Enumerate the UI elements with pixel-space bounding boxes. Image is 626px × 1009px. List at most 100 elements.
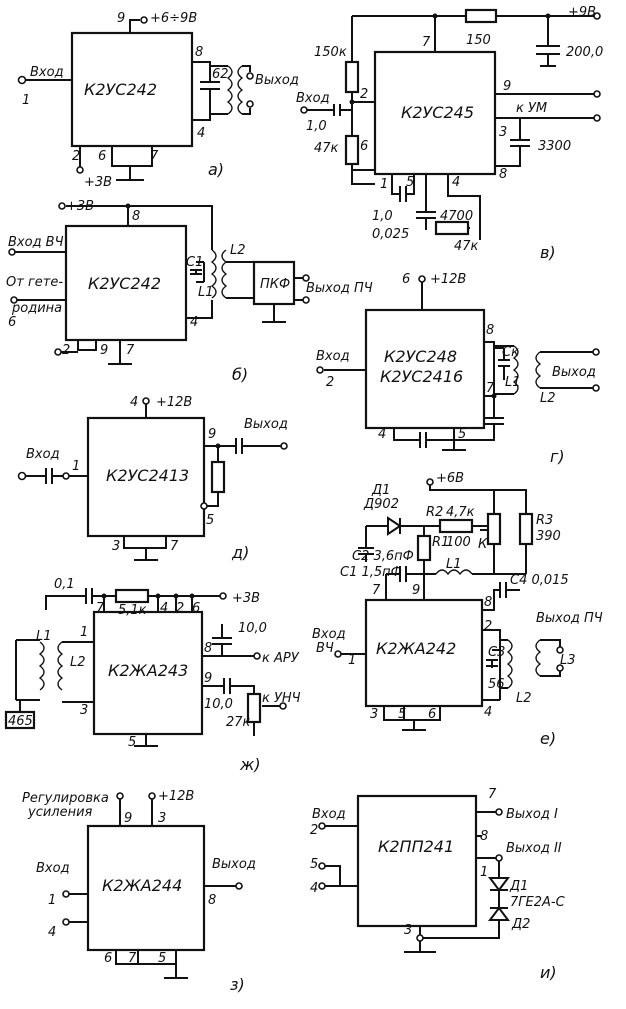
subfigure-label: а): [208, 160, 224, 179]
cap-label: Cк: [502, 345, 519, 360]
diagram-d: К2УС2413 4 +12В Вход 1 Выход 9 5 3 7 д): [17, 395, 288, 562]
resistor-label: 47к: [454, 239, 479, 254]
pin-label: 4: [190, 315, 198, 330]
pin-label: 3: [404, 923, 412, 938]
chip-label: К2УС248: [384, 347, 457, 366]
chip-k2zha243: [92, 610, 204, 736]
input-label: Вход: [316, 349, 350, 364]
cap-label: C1 1,5пФ: [340, 565, 402, 580]
pin-label: 7: [170, 539, 179, 554]
pin-label: 1: [480, 865, 488, 880]
subfigure-label: з): [230, 975, 245, 994]
pin-label: 4: [160, 601, 168, 616]
cap-label: 4700: [440, 209, 473, 224]
diagram-z: К2ЖА244 Регулировка усиления 9 +12В 3 Вх…: [22, 789, 256, 994]
resistor-r3: [518, 512, 534, 546]
pin-label: 4: [197, 126, 205, 141]
pin-label: 3: [158, 811, 166, 826]
diode-label: 7ГЕ2А-С: [510, 895, 566, 910]
coil-label: L1: [36, 629, 52, 644]
pin-label: 6: [192, 601, 200, 616]
input-label: Вход: [36, 861, 70, 876]
supply-label: +3В: [232, 591, 260, 606]
supply-label: +9В: [568, 5, 596, 20]
output-label: к УНЧ: [262, 691, 301, 706]
input-label: Вход: [312, 627, 346, 642]
diode-label: Д2: [511, 917, 530, 932]
diode-label: Д1: [509, 879, 528, 894]
cap-label: 62: [212, 67, 229, 82]
coil-label: L1: [446, 557, 462, 572]
pin-label: 8: [195, 45, 203, 60]
diagram-a: К2УС242 9 +6÷9В Вход 1 Выход 62 8 4 2 +3…: [17, 11, 299, 190]
pin-label: 7: [128, 951, 137, 966]
pin-label: 5: [406, 175, 414, 190]
pin-label: 8: [486, 323, 494, 338]
pin-label: 6: [428, 707, 436, 722]
diagram-e: К2ЖА242 +6В R3 390 К Д1 Д902 R2 4,7к C2 …: [312, 471, 603, 748]
pin-label: 8: [499, 167, 507, 182]
resistor-150k: [344, 60, 360, 94]
diode-label: Д1: [371, 483, 390, 498]
pin-label: 5: [128, 735, 136, 750]
resistor-r2: [438, 518, 474, 534]
input-label: Вход: [30, 65, 64, 80]
diagram-g: К2УС248 К2УС2416 6 +12В Вход 2 8 7 Cк L1…: [316, 272, 600, 466]
pin-label: 3: [499, 125, 507, 140]
cap-label: 0,025: [372, 227, 409, 242]
cap-label: 0,1: [54, 577, 75, 592]
diagram-zh: К2ЖА243 0,1 5,1к +3В 7 4 2 6 465 L1 L2 1…: [4, 577, 301, 774]
resistor-150: [464, 8, 498, 24]
chip-label: К2УС242: [88, 274, 161, 293]
input-label: ВЧ: [316, 641, 334, 656]
pin-label: 4: [484, 705, 492, 720]
pin-label: 5: [158, 951, 166, 966]
input-label: От гете-: [6, 275, 63, 290]
pin-label: 7: [486, 381, 495, 396]
pin-label: 2: [326, 375, 334, 390]
pin-label: 2: [484, 619, 492, 634]
chip-label: К2УС2416: [380, 367, 463, 386]
resistor-label: R3: [536, 513, 553, 528]
control-label: Регулировка: [22, 791, 109, 806]
supply-label: +6В: [436, 471, 464, 486]
cap-label: 200,0: [566, 45, 603, 60]
output-label: к УМ: [516, 101, 547, 116]
cap-label: 1,0: [306, 119, 327, 134]
pin-label: 8: [484, 595, 492, 610]
pin-label: 1: [48, 893, 56, 908]
coil-label: L1: [505, 375, 521, 390]
cap-label: 10,0: [238, 621, 267, 636]
pin-label: 4: [452, 175, 460, 190]
pin-label: 7: [126, 343, 135, 358]
pin-label: 3: [112, 539, 120, 554]
pin-label: 7: [422, 35, 431, 50]
diagram-b: К2УС242 +3В 8 Вход ВЧ От гете- родина 6 …: [6, 199, 373, 384]
coil-label: L1: [198, 285, 214, 300]
chip-label: К2ЖА243: [108, 661, 188, 680]
output-label: Выход: [552, 365, 596, 380]
chip-label: К2ПП241: [378, 837, 454, 856]
pin-label: 2: [360, 87, 368, 102]
output-label: Выход I: [506, 807, 558, 822]
resistor-label: 100: [446, 535, 471, 550]
pin-label: 7: [150, 149, 159, 164]
chip-label: К2УС245: [401, 103, 474, 122]
output-label: Выход II: [506, 841, 562, 856]
pin-label: 9: [412, 583, 420, 598]
resistor-47k: [344, 134, 360, 166]
pin-label: 1: [348, 653, 356, 668]
resistor-d: [210, 460, 226, 494]
resistor-label: R1: [432, 535, 449, 550]
pin-label: 3: [370, 707, 378, 722]
pin-label: 6: [402, 272, 410, 287]
cap-label: C3: [488, 645, 505, 660]
output-label: Выход: [244, 417, 288, 432]
resistor-label: 150к: [314, 45, 347, 60]
pin-label: 5: [458, 427, 466, 442]
chip-label: К2УС2413: [106, 466, 189, 485]
coil-label: L3: [560, 653, 576, 668]
cap-label: 56: [488, 677, 505, 692]
subfigure-label: ж): [239, 755, 261, 774]
pin-label: 7: [372, 583, 381, 598]
